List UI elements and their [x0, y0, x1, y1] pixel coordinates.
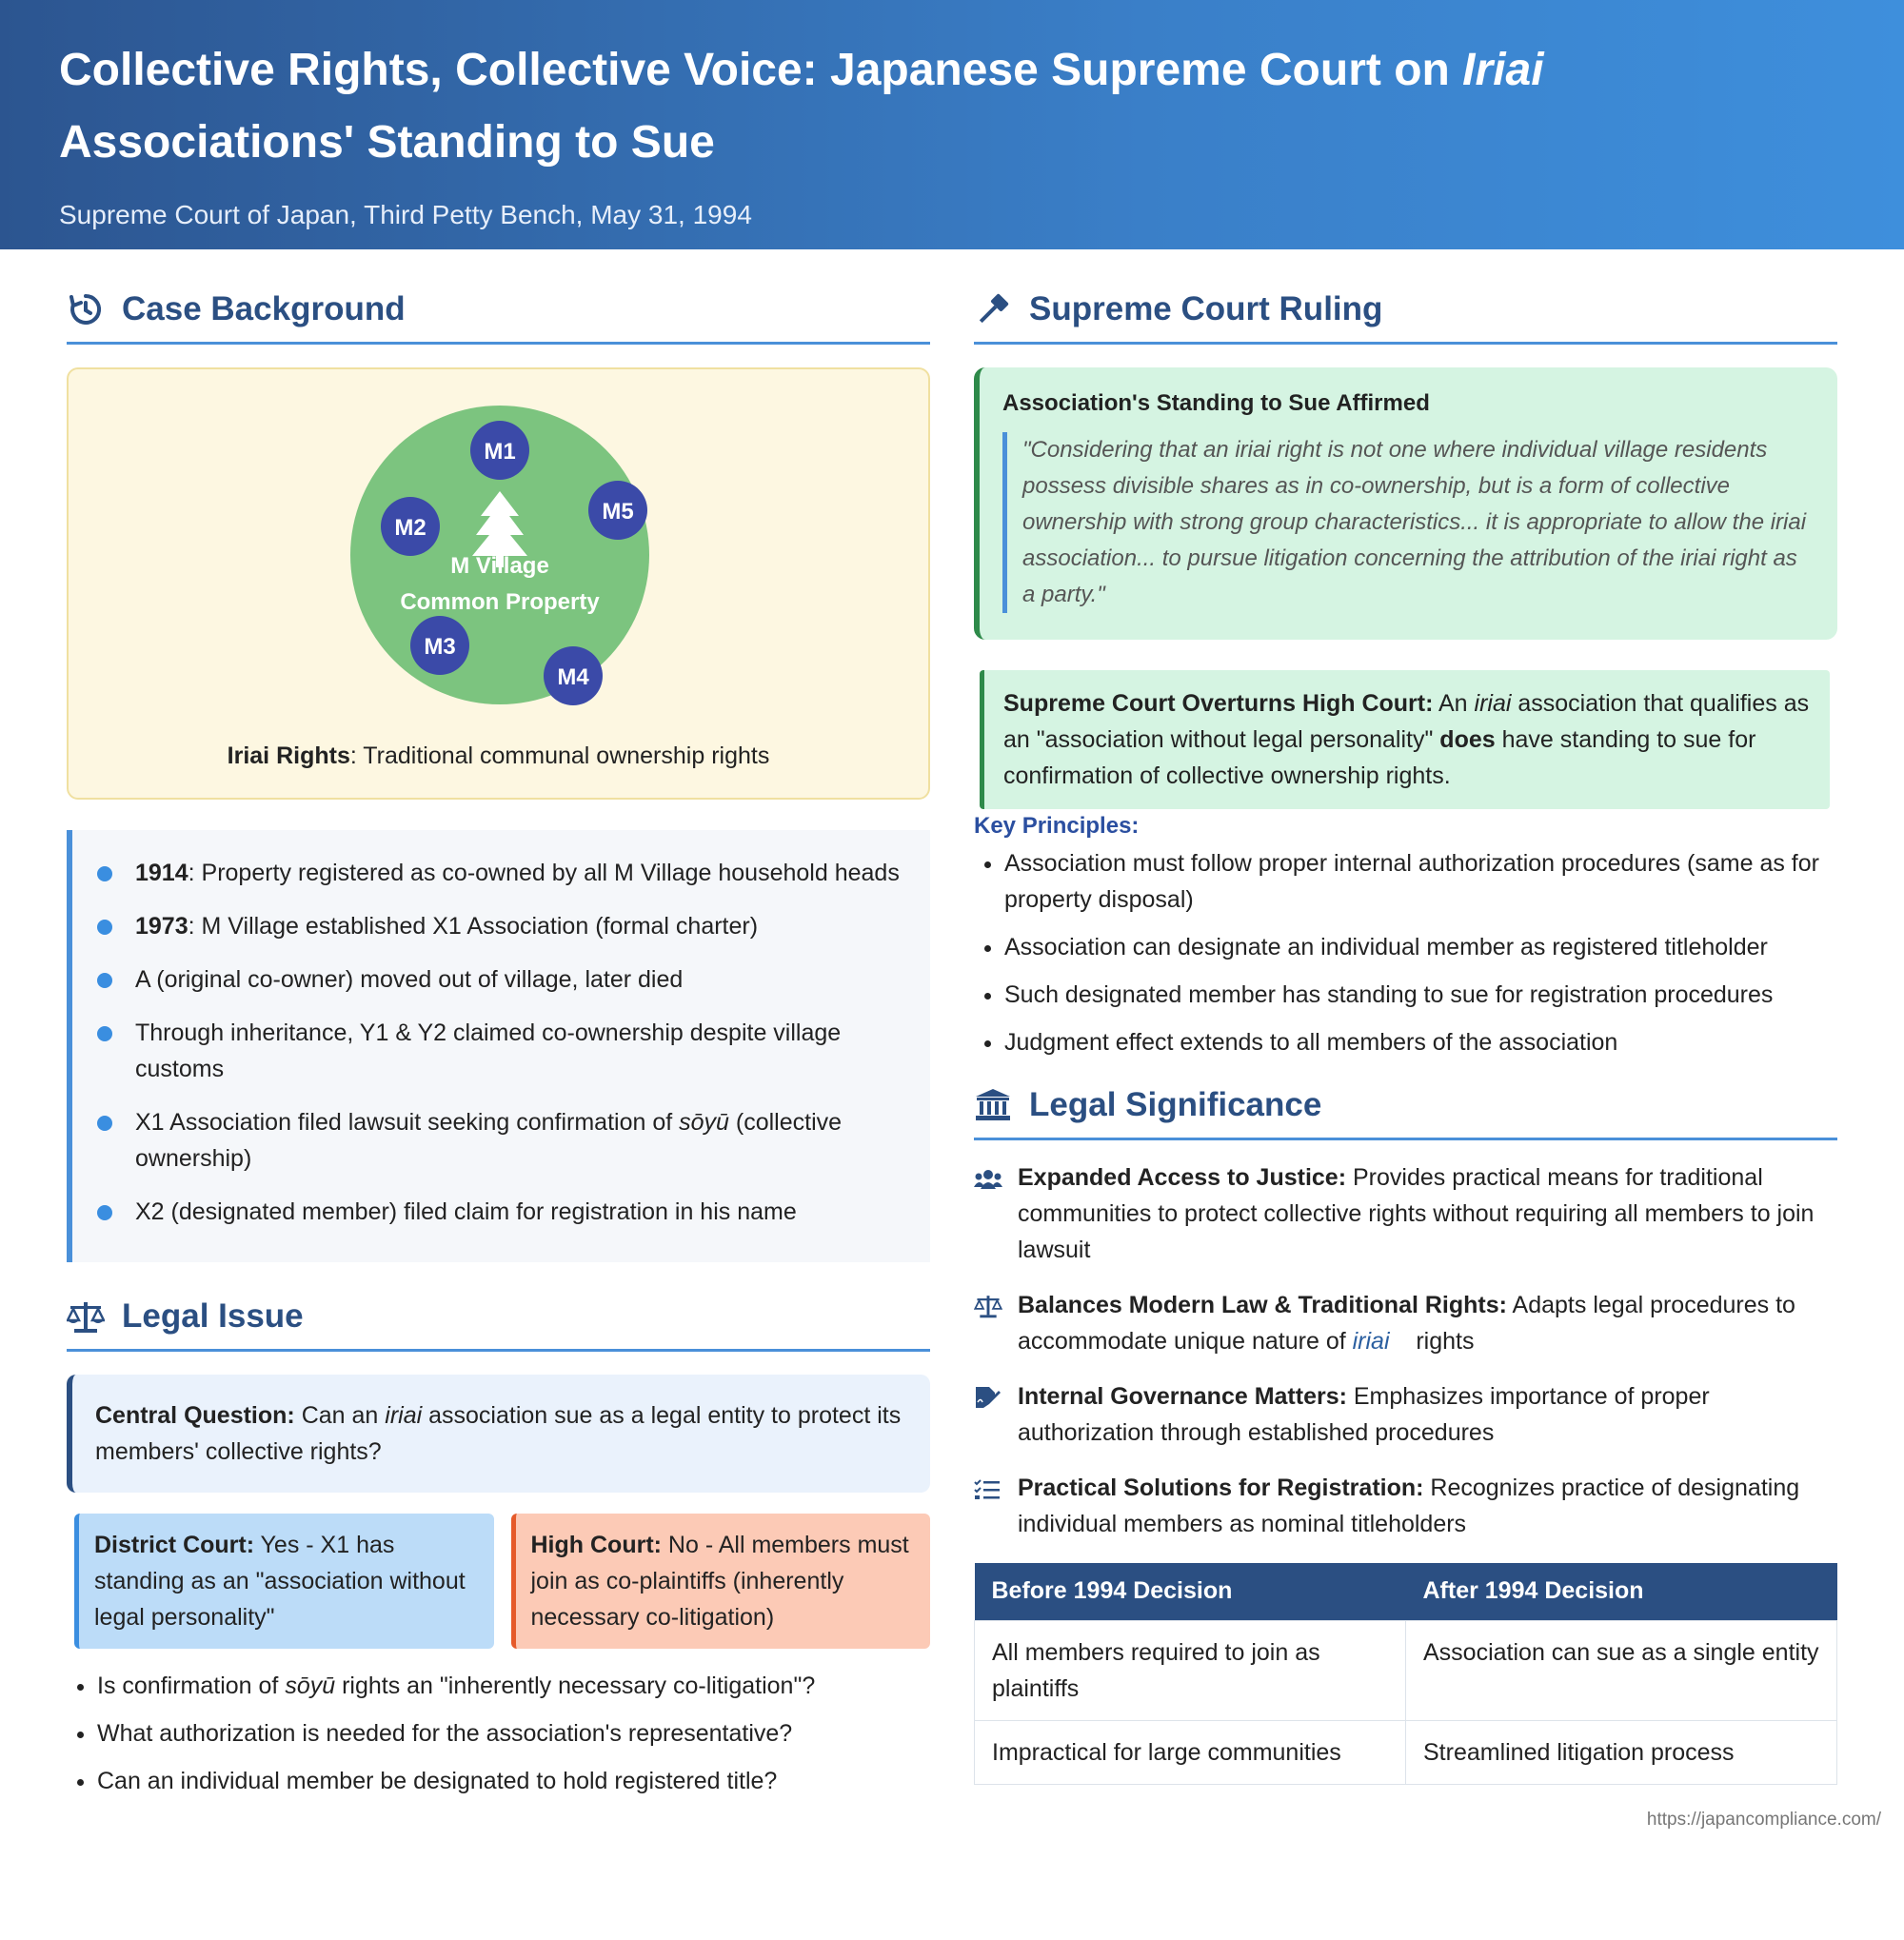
case-background-heading: Case Background	[67, 276, 930, 345]
member-m4: M4	[544, 646, 603, 705]
svg-text:M4: M4	[557, 664, 589, 690]
case-timeline: 1914: Property registered as co-owned by…	[67, 830, 930, 1262]
table-cell: Association can sue as a single entity	[1405, 1619, 1837, 1721]
table-cell: All members required to join as plaintif…	[974, 1619, 1406, 1721]
before-after-table: Before 1994 Decision After 1994 Decision…	[974, 1563, 1837, 1785]
page-header: Collective Rights, Collective Voice: Jap…	[0, 0, 1904, 249]
significance-item: Expanded Access to Justice: Provides pra…	[974, 1159, 1837, 1268]
member-m1: M1	[470, 421, 529, 480]
list-item: Is confirmation of sōyū rights an "inher…	[97, 1668, 930, 1704]
table-cell: Impractical for large communities	[974, 1719, 1406, 1785]
footer-url[interactable]: https://japancompliance.com/	[1646, 1810, 1881, 1830]
table-cell: Streamlined litigation process	[1405, 1719, 1837, 1785]
ruling-heading: Supreme Court Ruling	[974, 276, 1837, 345]
table-row: All members required to join as plaintif…	[974, 1619, 1837, 1721]
svg-text:M2: M2	[394, 515, 426, 541]
list-item: Can an individual member be designated t…	[97, 1763, 930, 1799]
svg-text:M5: M5	[602, 499, 633, 525]
landmark-icon	[974, 1086, 1012, 1124]
member-m2: M2	[381, 497, 440, 556]
table-header: Before 1994 Decision	[974, 1563, 1406, 1620]
significance-item: Practical Solutions for Registration: Re…	[974, 1470, 1837, 1542]
member-m3: M3	[410, 616, 469, 675]
central-question-box: Central Question: Can an iriai associati…	[67, 1375, 930, 1493]
list-check-icon	[974, 1475, 1002, 1512]
key-principles-list: Association must follow proper internal …	[974, 845, 1837, 1060]
village-diagram-svg: M Village Common Property M1 M2 M3 M4 M5	[350, 406, 649, 705]
timeline-item: Through inheritance, Y1 & Y2 claimed co-…	[97, 1015, 902, 1087]
timeline-item: 1973: M Village established X1 Associati…	[97, 908, 902, 944]
significance-item: Internal Governance Matters: Emphasizes …	[974, 1378, 1837, 1451]
svg-text:M3: M3	[424, 634, 455, 660]
center-label-1: M Village	[450, 553, 549, 579]
center-label-2: Common Property	[400, 589, 600, 615]
iriai-diagram: M Village Common Property M1 M2 M3 M4 M5	[67, 367, 930, 800]
scale-icon	[973, 1293, 1003, 1329]
timeline-item: 1914: Property registered as co-owned by…	[97, 855, 902, 891]
legal-issue-heading: Legal Issue	[67, 1283, 930, 1352]
overturn-box: Supreme Court Overturns High Court: An i…	[980, 670, 1830, 809]
court-comparison: District Court: Yes - X1 has standing as…	[67, 1514, 930, 1649]
table-header: After 1994 Decision	[1405, 1563, 1837, 1620]
key-principles-title: Key Principles:	[974, 813, 1140, 839]
page-subtitle: Supreme Court of Japan, Third Petty Benc…	[59, 200, 752, 229]
timeline-item: X1 Association filed lawsuit seeking con…	[97, 1104, 902, 1177]
users-icon	[974, 1165, 1002, 1201]
issue-questions: Is confirmation of sōyū rights an "inher…	[67, 1668, 930, 1799]
page-title: Collective Rights, Collective Voice: Jap…	[59, 45, 1544, 168]
timeline-item: A (original co-owner) moved out of villa…	[97, 961, 902, 998]
list-item: Such designated member has standing to s…	[1004, 977, 1837, 1013]
tree-icon	[472, 491, 527, 567]
diagram-caption: Iriai Rights: Traditional communal owner…	[227, 742, 770, 769]
list-item: Association must follow proper internal …	[1004, 845, 1837, 918]
table-row: Impractical for large communities Stream…	[974, 1719, 1837, 1785]
right-column: Supreme Court Ruling Association's Stand…	[973, 276, 1837, 1785]
left-column: Case Background M Village Common Propert…	[67, 276, 930, 1811]
court-quote: "Considering that an iriai right is not …	[1002, 432, 1811, 613]
scale-icon	[67, 1297, 105, 1336]
timeline-item: X2 (designated member) filed claim for r…	[97, 1194, 902, 1230]
svg-text:M1: M1	[484, 439, 515, 465]
district-court-box: District Court: Yes - X1 has standing as…	[74, 1514, 494, 1649]
list-item: What authorization is needed for the ass…	[97, 1715, 930, 1752]
history-icon	[67, 290, 105, 328]
list-item: Association can designate an individual …	[1004, 929, 1837, 965]
signature-icon	[974, 1384, 1002, 1420]
significance-heading: Legal Significance	[974, 1072, 1837, 1140]
gavel-icon	[974, 290, 1012, 328]
high-court-box: High Court: No - All members must join a…	[510, 1514, 930, 1649]
list-item: Judgment effect extends to all members o…	[1004, 1024, 1837, 1060]
member-m5: M5	[588, 481, 647, 540]
ruling-affirmed-box: Association's Standing to Sue Affirmed "…	[974, 367, 1837, 640]
significance-item: Balances Modern Law & Traditional Rights…	[973, 1287, 1837, 1359]
